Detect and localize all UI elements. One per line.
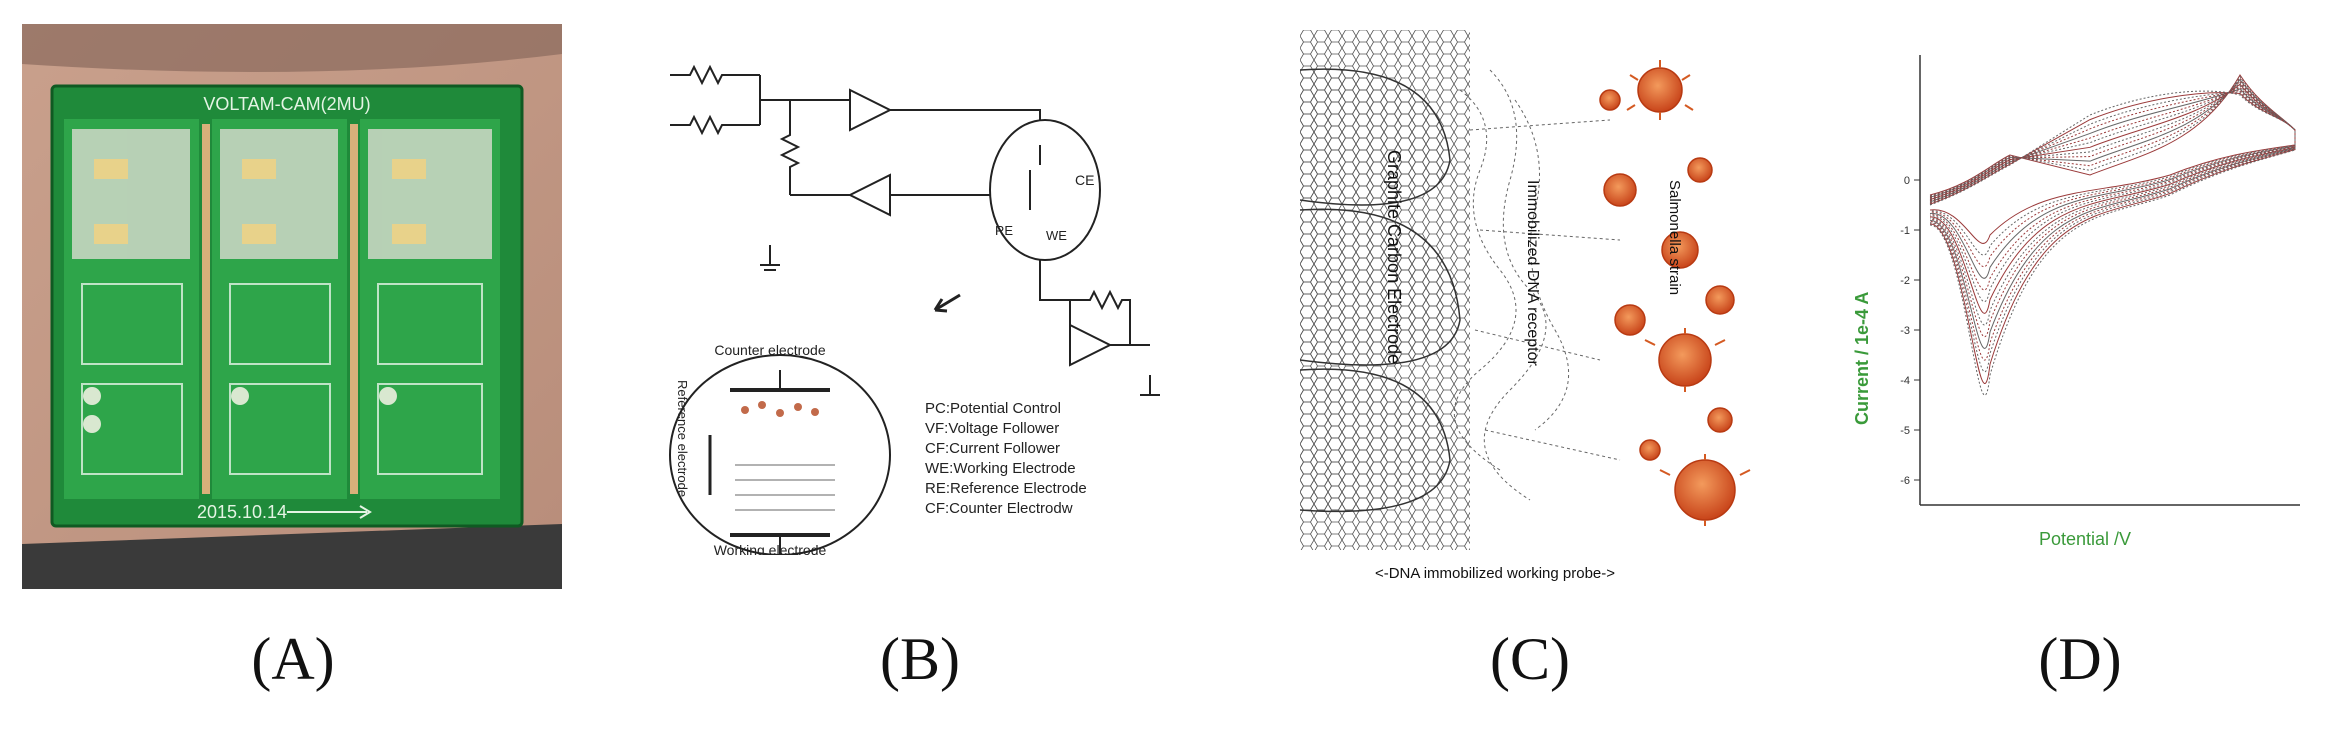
panel-c-dna-probe: Graphite Carbon Electrode Immobilized DN… (1299, 30, 1760, 590)
legend-line-1: PC:Potential Control (925, 400, 1061, 417)
caption-b: (B) (880, 626, 960, 692)
cv-scan-curve (1929, 80, 2296, 291)
working-electrode-label: Working electrode (714, 542, 827, 555)
y-tick-label: -6 (1900, 475, 1910, 487)
arrow-icon (287, 505, 372, 519)
bacteria-cluster (1599, 67, 1736, 521)
y-tick-label: -4 (1900, 375, 1910, 387)
panel-d-cv-chart: 0 -1 -2 -3 -4 -5 -6 Current / 1e-4 A Potential… (1840, 35, 2310, 565)
we-label: WE (1046, 228, 1067, 243)
x-axis-label: Potential /V (2039, 529, 2131, 549)
board-date: 2015.10.14 (197, 502, 287, 522)
pcb-photo: VOLTAM-CAM(2MU) 2015.10.14 (22, 24, 562, 589)
y-tick-label: 0 (1904, 175, 1910, 187)
y-tick-label: -5 (1900, 425, 1910, 437)
cv-scan-curve (1929, 91, 2296, 373)
cv-scan-curve (1929, 90, 2296, 396)
cv-chart: 0 -1 -2 -3 -4 -5 -6 Current / 1e-4 A Potential… (1840, 35, 2310, 565)
y-tick-label: -2 (1900, 275, 1910, 287)
y-tick-label: -1 (1900, 225, 1910, 237)
salmonella-label: Salmonella strain (1666, 180, 1683, 295)
reference-electrode-label: Reference electrode (675, 380, 690, 497)
circuit-diagram: CE RE WE Counter electrode Working elect… (669, 64, 1160, 558)
cv-scan-curve (1929, 75, 2296, 256)
y-tick-label: -3 (1900, 325, 1910, 337)
legend-line-6: CF:Counter Electrodw (925, 500, 1073, 517)
legend-line-5: RE:Reference Electrode (925, 480, 1087, 497)
y-axis-label: Current / 1e-4 A (1852, 292, 1872, 425)
working-probe-label: <-DNA immobilized working probe-> (1375, 565, 1615, 582)
panel-a-pcb-photo: VOLTAM-CAM(2MU) 2015.10.14 (22, 24, 562, 589)
cv-scan-curve (1929, 89, 2296, 361)
cv-scan-curve (1929, 85, 2296, 326)
cv-scan-curve (1929, 78, 2296, 279)
caption-a: (A) (251, 626, 335, 692)
cv-scan-curve (1929, 77, 2296, 267)
cv-scan-curve (1929, 88, 2296, 349)
re-label: RE (995, 223, 1013, 238)
probe-illustration: Graphite Carbon Electrode Immobilized DN… (1299, 30, 1760, 590)
cv-scan-curve (1929, 86, 2296, 338)
legend-line-4: WE:Working Electrode (925, 460, 1076, 477)
cv-scan-curve (1929, 92, 2296, 384)
panel-b-circuit: CE RE WE Counter electrode Working elect… (650, 35, 1210, 558)
counter-electrode-label: Counter electrode (714, 342, 826, 358)
caption-d: (D) (2038, 626, 2122, 692)
cv-scan-curve (1929, 81, 2296, 302)
ce-label: CE (1075, 172, 1094, 188)
legend-line-2: VF:Voltage Follower (925, 420, 1059, 437)
cv-scan-curve (1929, 83, 2296, 314)
legend-line-3: CF:Current Follower (925, 440, 1060, 457)
board-title: VOLTAM-CAM(2MU) (203, 94, 370, 114)
dna-receptor-label: Immobilized DNA receptor (1524, 180, 1541, 367)
carbon-electrode-label: Graphite Carbon Electrode (1384, 150, 1404, 364)
caption-c: (C) (1490, 626, 1570, 692)
